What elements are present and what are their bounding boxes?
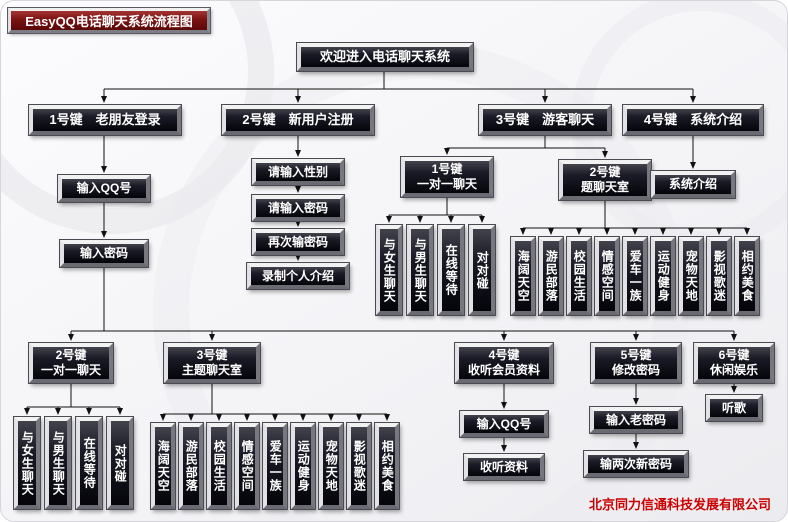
page-title: EasyQQ电话聊天系统流程图 — [7, 7, 211, 34]
node-record-intro: 录制个人介绍 — [246, 262, 350, 290]
node-guest-match: 对对碰 — [468, 224, 496, 316]
node-member-match: 对对碰 — [106, 416, 134, 510]
node-member-chat-boy: 与男生聊天 — [44, 416, 72, 510]
node-listen-profile: 收听资料 — [463, 453, 545, 481]
node-member-theme-emotion: 情感空间 — [234, 422, 260, 510]
node-label-line1: 2号键 — [589, 165, 621, 179]
node-guest-theme-food: 相约美食 — [734, 236, 760, 316]
company-name: 北京同力信通科技发展有限公司 — [588, 497, 771, 512]
node-label-line2: 一对一聊天 — [40, 363, 101, 377]
node-label-line2: 收听会员资料 — [467, 363, 540, 377]
node-member-theme-campus: 校园生活 — [206, 422, 232, 510]
node-label-line2: 一对一聊天 — [416, 177, 477, 191]
node-guest-theme-sky: 海阔天空 — [510, 236, 536, 316]
node-enter-old-password: 输入老密码 — [589, 406, 683, 434]
node-guest-theme-nomad: 游民部落 — [538, 236, 564, 316]
node-reenter-password: 再次输密码 — [251, 228, 345, 256]
node-member-key5-change-password: 5号键 修改密码 — [590, 342, 682, 384]
node-key1-login: 1号键 老朋友登录 — [28, 104, 182, 136]
node-member-chat-girl: 与女生聊天 — [13, 416, 41, 510]
node-member-key4-listen-profile: 4号键 收听会员资料 — [454, 342, 554, 384]
node-label-line1: 3号键 — [196, 348, 228, 362]
node-label-line1: 1号键 — [431, 162, 463, 176]
node-label-line1: 5号键 — [620, 348, 652, 362]
node-label-line1: 6号键 — [718, 348, 750, 362]
node-label-line1: 4号键 — [488, 348, 520, 362]
node-guest-wait-online: 在线等待 — [437, 224, 465, 316]
node-enter-qq-listen: 输入QQ号 — [459, 410, 549, 438]
node-key3-guest-chat: 3号键 游客聊天 — [478, 104, 612, 136]
node-enter-qq: 输入QQ号 — [57, 174, 151, 203]
node-guest-theme-car: 爱车一族 — [622, 236, 648, 316]
node-member-wait-online: 在线等待 — [75, 416, 103, 510]
node-listen-song: 听歌 — [705, 394, 763, 422]
node-guest-theme-emotion: 情感空间 — [594, 236, 620, 316]
node-member-theme-sport: 运动健身 — [290, 422, 316, 510]
node-enter-new-password-twice: 输两次新密码 — [583, 450, 689, 478]
node-guest-key2-theme-room: 2号键 题聊天室 — [558, 159, 652, 201]
node-guest-chat-boy: 与男生聊天 — [406, 224, 434, 316]
node-guest-key1-one-to-one: 1号键 一对一聊天 — [400, 156, 494, 198]
node-label-line2: 休闲娱乐 — [709, 363, 758, 377]
node-enter-password: 输入密码 — [59, 239, 149, 268]
node-label-line1: 2号键 — [55, 348, 87, 362]
node-member-key6-entertainment: 6号键 休闲娱乐 — [693, 342, 775, 384]
node-welcome: 欢迎进入电话聊天系统 — [296, 42, 474, 72]
node-guest-theme-sport: 运动健身 — [650, 236, 676, 316]
node-member-key3-theme-room: 3号键 主题聊天室 — [163, 342, 261, 384]
node-guest-chat-girl: 与女生聊天 — [375, 224, 403, 316]
node-member-theme-nomad: 游民部落 — [178, 422, 204, 510]
node-enter-gender: 请输入性别 — [251, 158, 345, 186]
node-member-theme-food: 相约美食 — [374, 422, 400, 510]
node-member-theme-car: 爱车一族 — [262, 422, 288, 510]
node-member-key2-one-to-one: 2号键 一对一聊天 — [28, 342, 114, 384]
node-label-line2: 修改密码 — [611, 363, 660, 377]
node-member-theme-fans: 影视歌迷 — [346, 422, 372, 510]
node-key4-system-intro: 4号键 系统介绍 — [622, 104, 764, 136]
node-guest-theme-pet: 宠物天地 — [678, 236, 704, 316]
node-enter-password-reg: 请输入密码 — [251, 194, 345, 222]
node-label-line2: 题聊天室 — [580, 180, 629, 194]
node-member-theme-pet: 宠物天地 — [318, 422, 344, 510]
node-system-intro: 系统介绍 — [650, 170, 736, 199]
node-key2-register: 2号键 新用户注册 — [221, 104, 375, 136]
node-member-theme-sky: 海阔天空 — [150, 422, 176, 510]
node-guest-theme-campus: 校园生活 — [566, 236, 592, 316]
node-label-line2: 主题聊天室 — [181, 363, 242, 377]
node-guest-theme-fans: 影视歌迷 — [706, 236, 732, 316]
